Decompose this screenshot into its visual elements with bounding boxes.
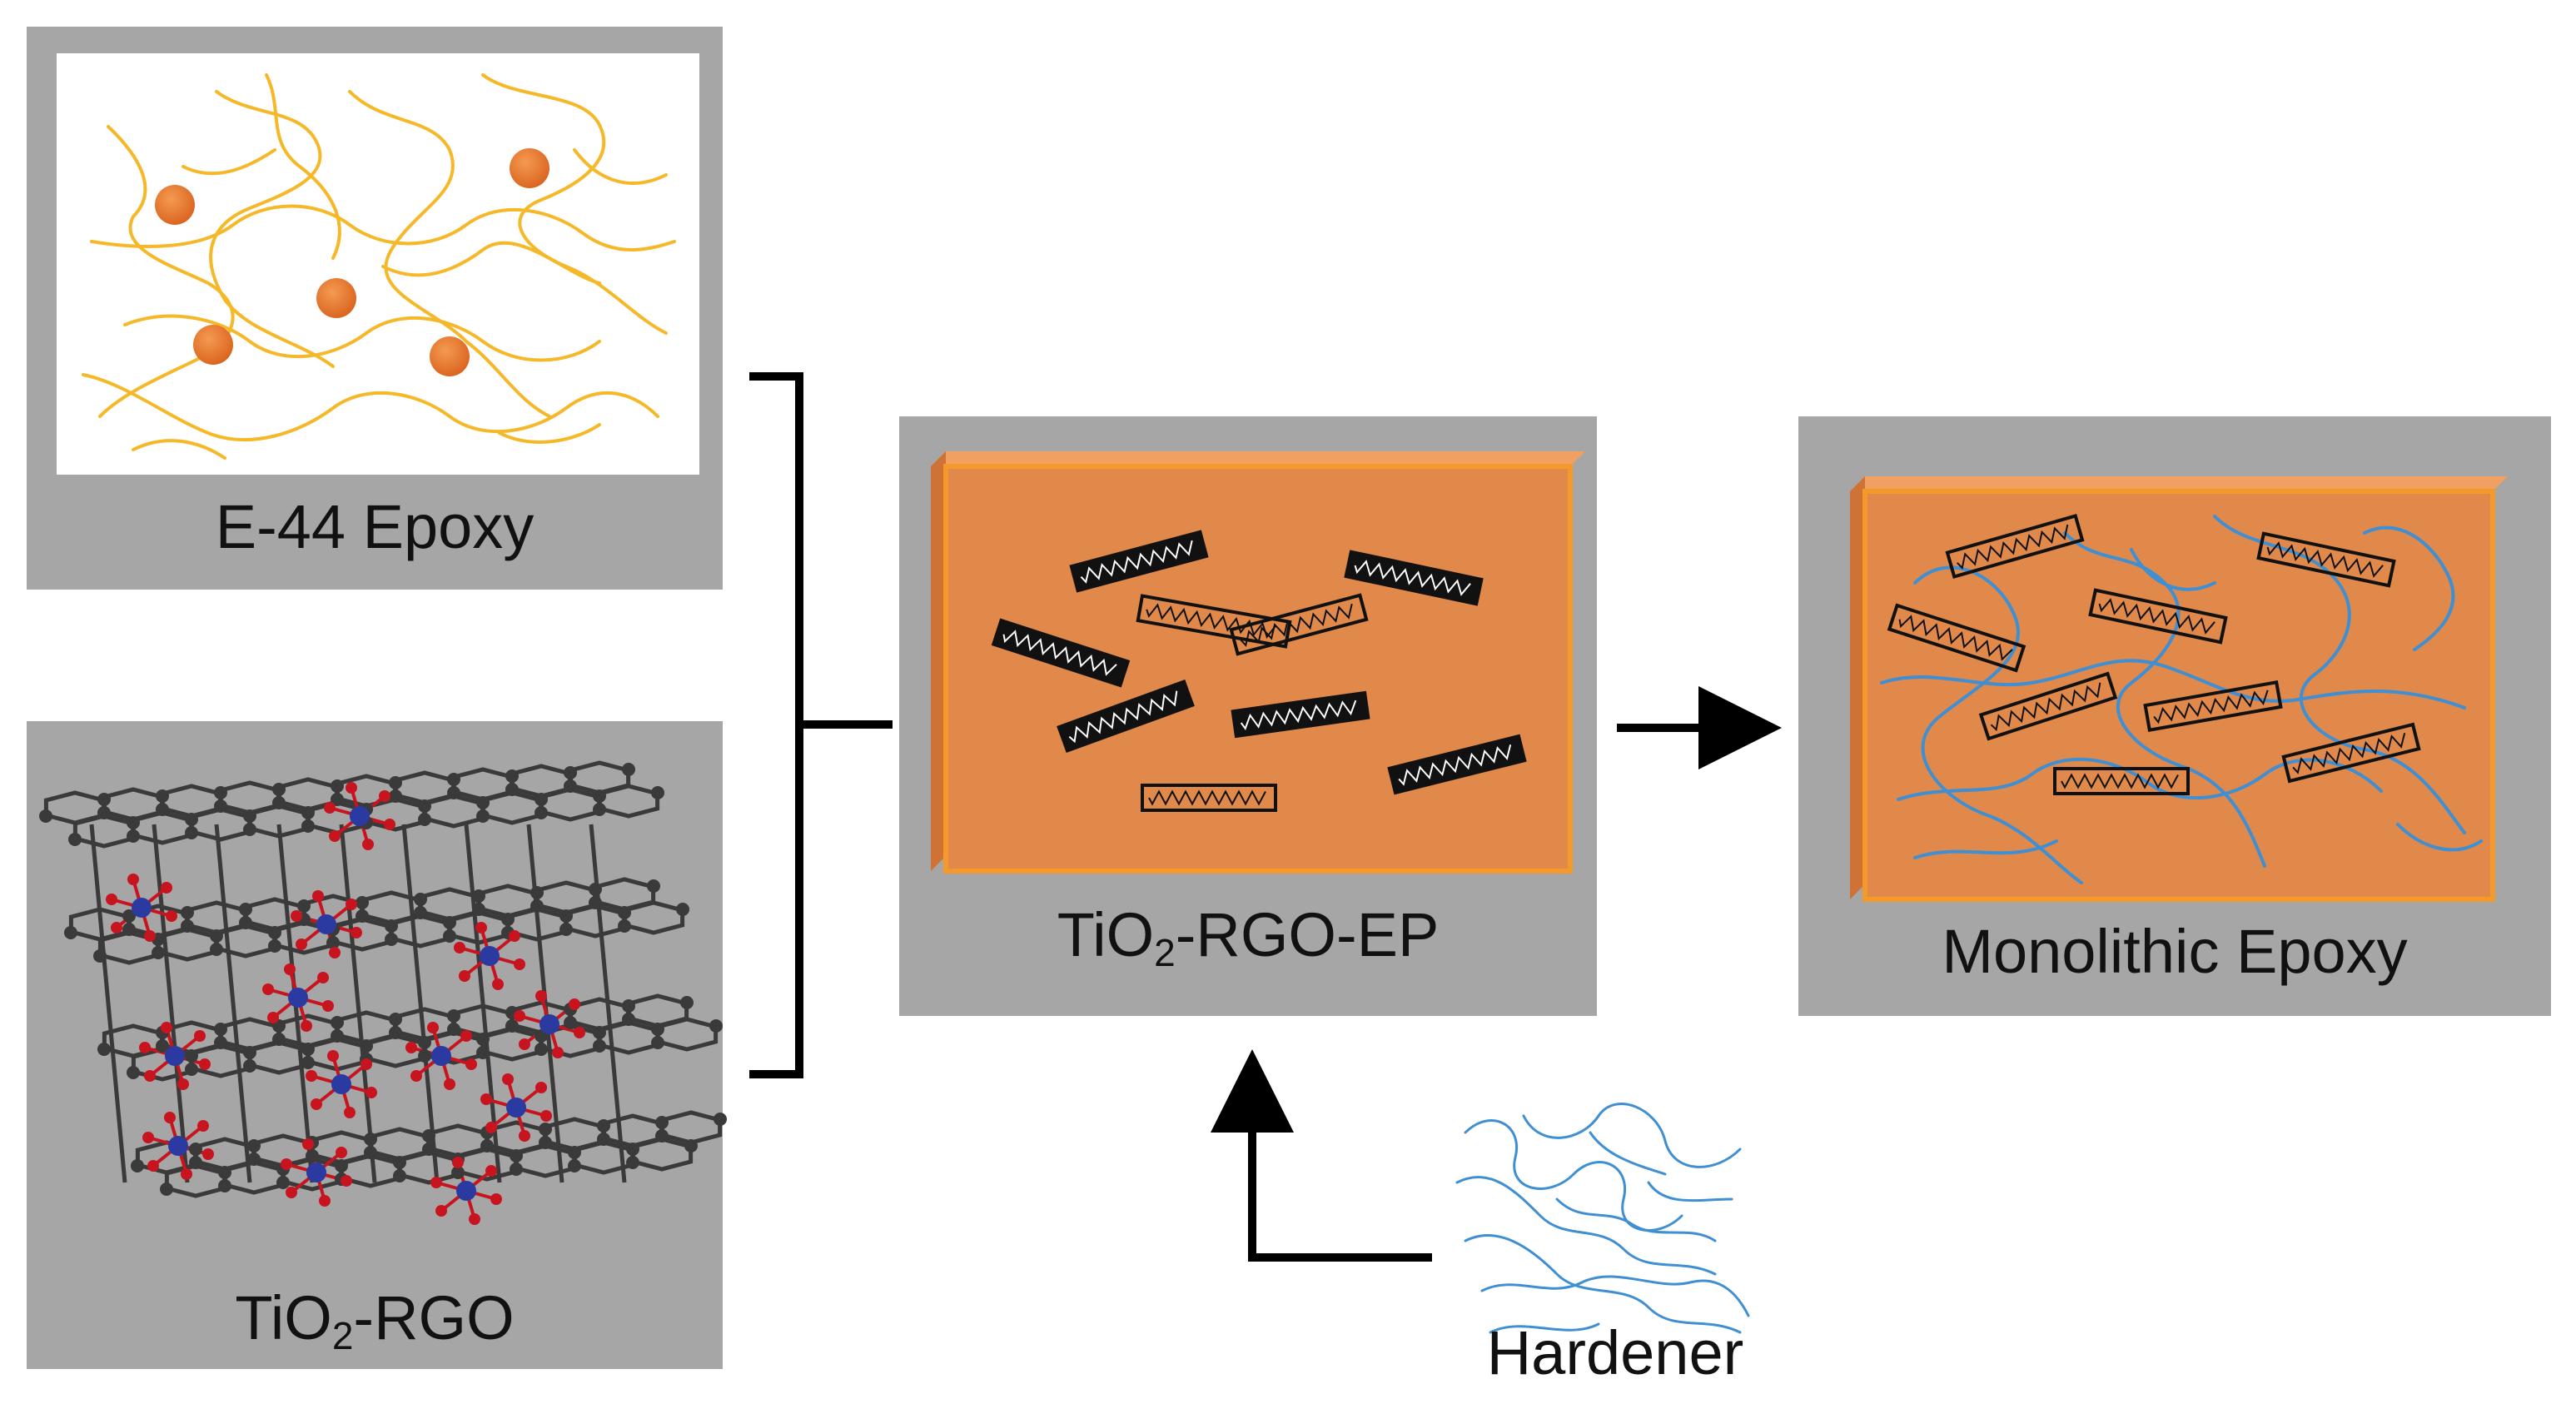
graphene-sheet — [1136, 594, 1292, 649]
tio2-rgo-label: TiO2-RGO — [27, 1282, 723, 1358]
tio2-rgo-ep-label-sub: 2 — [1154, 931, 1176, 974]
epoxy-label: E-44 Epoxy — [215, 492, 535, 561]
tio2-rgo-ep-label: TiO2-RGO-EP — [899, 899, 1597, 975]
graphene-sheet — [1344, 550, 1484, 606]
graphene-sheet — [2281, 722, 2421, 784]
graphene-sheet — [1945, 514, 2085, 579]
monolithic-epoxy-label: Monolithic Epoxy — [1942, 917, 2408, 986]
graphene-sheet — [1141, 784, 1277, 812]
tio2-rgo-ep-label-rest: -RGO-EP — [1175, 900, 1440, 969]
graphene-sheet — [2088, 588, 2228, 645]
graphene-sheet — [1887, 603, 2026, 673]
tio2-rgo-lattice — [39, 760, 727, 1225]
graphene-sheet — [2143, 680, 2283, 732]
graphene-sheet — [1057, 679, 1195, 754]
epoxy-illustration — [57, 53, 699, 475]
hardener-illustration — [1455, 1103, 1750, 1334]
graphene-sheet — [991, 618, 1131, 688]
graphene-sheet — [1387, 734, 1527, 795]
graphene-sheet — [1069, 530, 1209, 593]
hardener-arrow — [1211, 1049, 1432, 1262]
graphene-sheet — [1978, 671, 2118, 741]
graphene-sheet — [1229, 593, 1369, 656]
graphene-sheet — [2053, 767, 2190, 795]
tio2-rgo-label-sub: 2 — [331, 1314, 354, 1357]
graphene-sheet — [2256, 531, 2396, 588]
graphene-sheet — [1231, 690, 1370, 739]
tio2-rgo-label-main: TiO — [235, 1283, 332, 1352]
tio2-rgo-ep-block — [931, 451, 1585, 874]
monolithic-epoxy-block — [1850, 476, 2508, 902]
merge-bracket — [749, 372, 893, 1078]
hardener-label: Hardener — [1486, 1318, 1744, 1387]
tio2-rgo-label-rest: -RGO — [353, 1283, 515, 1352]
tio2-rgo-ep-label-main: TiO — [1057, 900, 1155, 969]
epoxy-nodes — [155, 148, 550, 376]
